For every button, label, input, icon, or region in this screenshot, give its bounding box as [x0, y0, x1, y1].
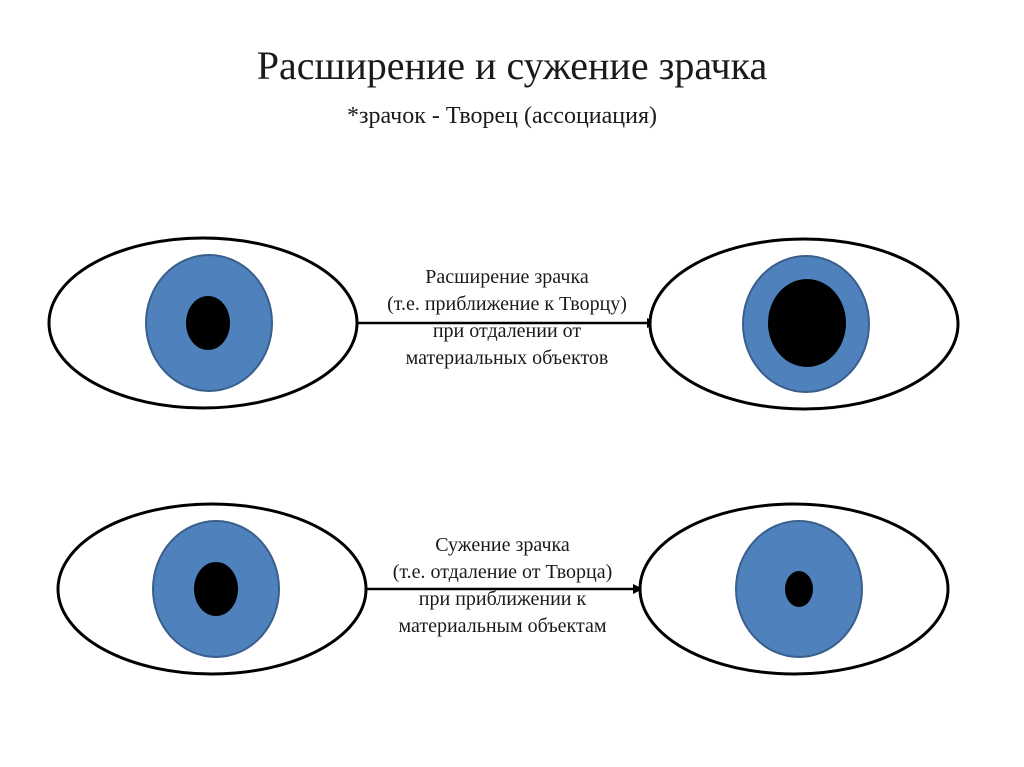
eye-before-dilation — [47, 236, 359, 410]
caption-constriction: Сужение зрачка (т.е. отдаление от Творца… — [345, 532, 660, 640]
caption-line: при отдалении от — [432, 320, 582, 342]
caption-line: материальных объектов — [405, 347, 609, 369]
row-constriction — [56, 502, 950, 676]
caption-dilation: Расширение зрачка (т.е. приближение к Тв… — [342, 264, 672, 372]
caption-line: при приближении к — [418, 588, 587, 610]
caption-line: (т.е. отдаление от Творца) — [392, 561, 613, 583]
caption-line: Сужение зрачка — [435, 534, 570, 556]
pupil-constricted — [785, 571, 813, 607]
pupil-dilated — [768, 279, 846, 367]
slide-subtitle: *зрачок - Творец (ассоциация) — [346, 103, 658, 129]
caption-line: материальным объектам — [398, 615, 607, 637]
caption-line: (т.е. приближение к Творцу) — [387, 293, 627, 315]
row-dilation — [47, 236, 960, 411]
caption-line: Расширение зрачка — [425, 266, 589, 288]
eye-after-dilation — [648, 237, 960, 411]
pupil — [186, 296, 230, 350]
pupil — [194, 562, 238, 616]
eye-after-constriction — [638, 502, 950, 676]
eye-before-constriction — [56, 502, 368, 676]
slide-title: Расширение и сужение зрачка — [256, 43, 768, 88]
